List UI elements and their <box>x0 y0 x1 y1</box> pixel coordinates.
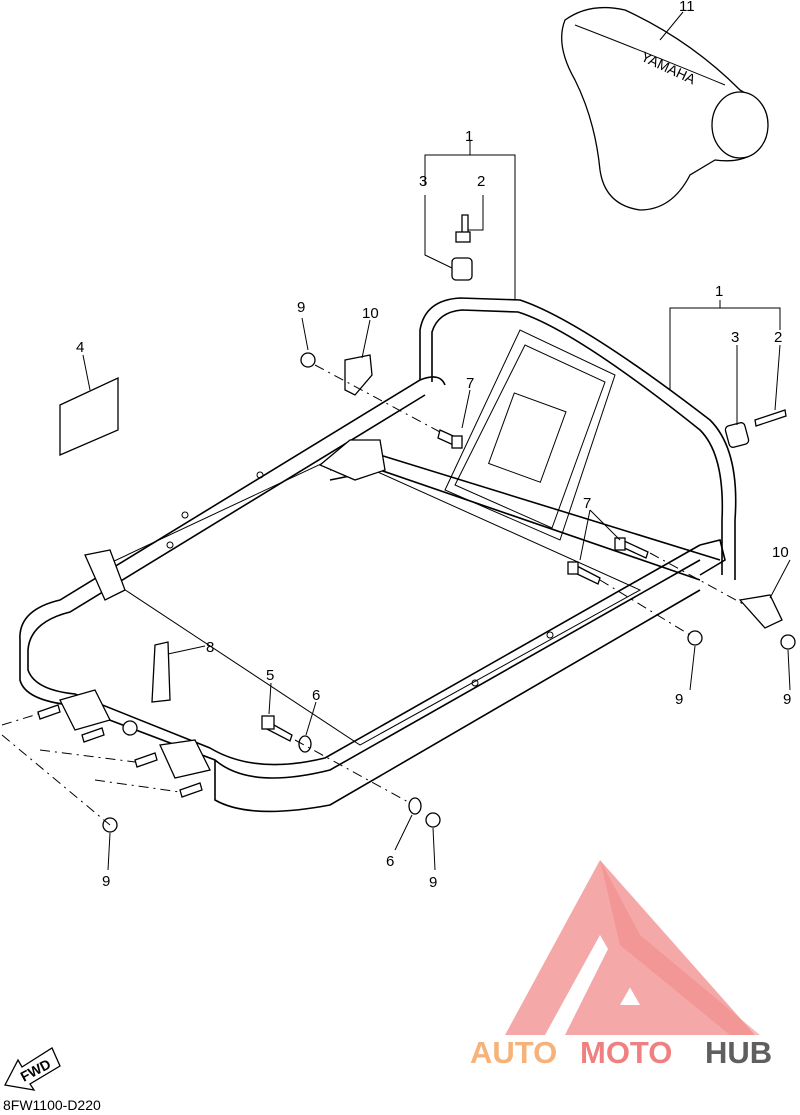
watermark-logo: AUTO MOTO HUB <box>470 860 772 1070</box>
callout-labels: 11 1 3 2 9 10 4 7 1 3 2 7 10 8 5 6 9 9 9… <box>76 0 791 891</box>
callout-9-bottom: 9 <box>429 874 437 891</box>
grip-cover-part: YAMAHA <box>561 6 769 211</box>
callout-3-right: 3 <box>731 329 739 346</box>
diagram-code: 8FW1100-D220 <box>3 1097 101 1113</box>
logo-text-moto: MOTO <box>580 1035 672 1070</box>
logo-text-auto: AUTO <box>470 1035 557 1070</box>
callout-9-mid: 9 <box>675 691 683 708</box>
callout-4: 4 <box>76 339 84 356</box>
callout-5: 5 <box>266 667 274 684</box>
callout-1-left: 1 <box>465 128 473 145</box>
callout-3-left: 3 <box>419 173 427 190</box>
callout-1-right: 1 <box>715 283 723 300</box>
hardware-parts <box>37 214 796 833</box>
callout-2-right: 2 <box>774 329 782 346</box>
callout-9-right: 9 <box>783 691 791 708</box>
logo-text-hub: HUB <box>705 1035 772 1070</box>
callout-6-upper: 6 <box>312 687 320 704</box>
callout-8: 8 <box>206 639 214 656</box>
leader-lines <box>1 11 791 871</box>
fwd-arrow: FWD <box>4 1047 61 1091</box>
callout-11: 11 <box>679 0 695 15</box>
frame-assembly <box>19 297 737 813</box>
callout-10-top: 10 <box>362 305 379 322</box>
callout-2-left: 2 <box>477 173 485 190</box>
callout-7-top: 7 <box>466 375 474 392</box>
callout-9-top: 9 <box>297 299 305 316</box>
callout-10-right: 10 <box>772 544 789 561</box>
callout-7-right: 7 <box>583 495 591 512</box>
callout-6-lower: 6 <box>386 853 394 870</box>
callout-9-left: 9 <box>102 873 110 890</box>
